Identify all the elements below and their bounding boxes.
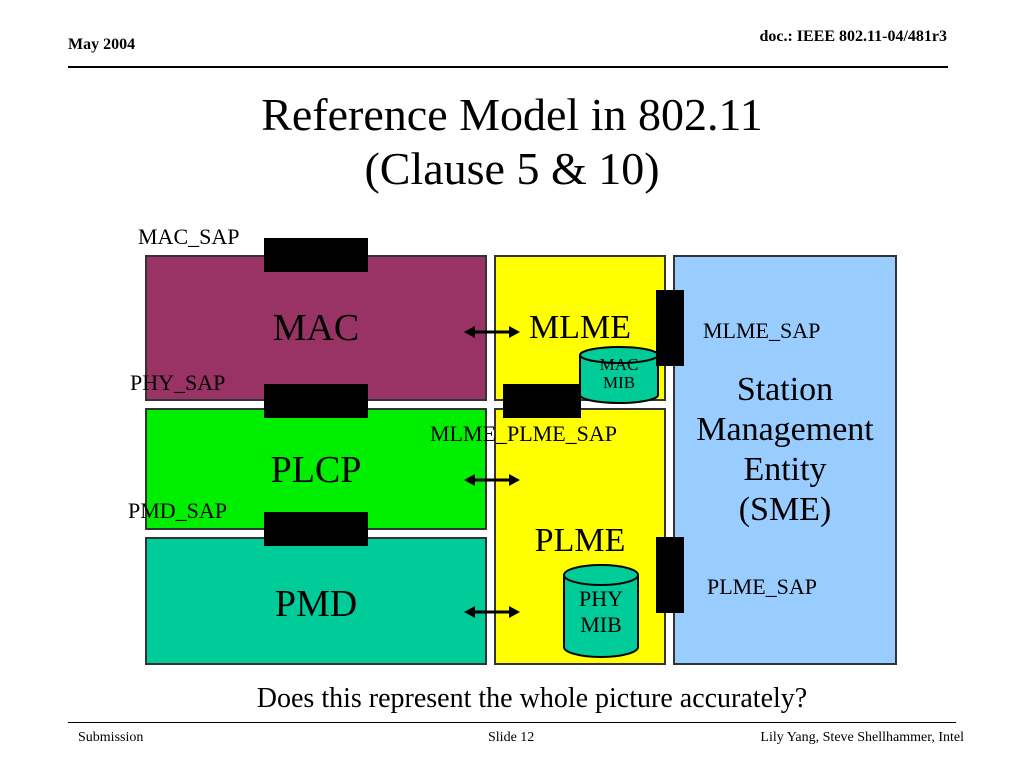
sme-label-line-4: (SME) — [738, 491, 832, 528]
sme-label-line-1: Station — [736, 371, 834, 408]
mac-sap-block — [264, 238, 368, 272]
phy-mib-line-1: PHY — [578, 586, 623, 611]
header-doc-id: doc.: IEEE 802.11-04/481r3 — [759, 28, 947, 45]
mlme-plme-sap-block — [503, 384, 581, 418]
mac-mib-line-1: MAC — [599, 355, 639, 374]
phy-sap-label: PHY_SAP — [130, 370, 226, 395]
sme-label-line-2: Management — [696, 411, 874, 448]
title-line-2: (Clause 5 & 10) — [364, 143, 660, 194]
sme-label-line-3: Entity — [743, 451, 827, 488]
footer-authors: Lily Yang, Steve Shellhammer, Intel — [760, 730, 964, 745]
pmd-sap-label: PMD_SAP — [128, 498, 228, 523]
question-text: Does this represent the whole picture ac… — [256, 683, 808, 714]
plme-sap-label: PLME_SAP — [707, 574, 818, 599]
header-date: May 2004 — [68, 36, 136, 53]
pmd-sap-block — [264, 512, 368, 546]
phy-mib-label: PHY MIB — [562, 586, 640, 638]
footer-slide-number: Slide 12 — [488, 730, 535, 745]
sme-label: Station Management Entity (SME) — [673, 370, 897, 530]
pmd-label: PMD — [274, 583, 358, 625]
plcp-label: PLCP — [270, 449, 362, 491]
mac-mib-line-2: MIB — [602, 373, 636, 392]
mac-mib-label: MAC MIB — [578, 356, 660, 392]
mlme-label: MLME — [529, 309, 631, 346]
header-rule — [68, 66, 948, 68]
title-line-1: Reference Model in 802.11 — [261, 89, 763, 140]
slide-title: Reference Model in 802.11 (Clause 5 & 10… — [0, 88, 1024, 196]
phy-mib-line-2: MIB — [580, 612, 622, 637]
plcp-plme-arrow — [464, 474, 520, 486]
phy-sap-block — [264, 384, 368, 418]
mlme-sap-block — [656, 290, 684, 366]
mlme-plme-sap-label: MLME_PLME_SAP — [430, 421, 618, 446]
footer-rule — [68, 722, 956, 723]
plme-label: PLME — [534, 522, 626, 559]
mac-mlme-arrow — [464, 326, 520, 338]
mac-label: MAC — [272, 307, 360, 349]
footer-left: Submission — [78, 730, 144, 745]
pmd-plme-arrow — [464, 606, 520, 618]
mlme-sap-label: MLME_SAP — [703, 318, 821, 343]
pmd-box — [145, 537, 487, 665]
plme-sap-block — [656, 537, 684, 613]
phy-mib-cylinder — [563, 564, 639, 658]
sme-box — [673, 255, 897, 665]
plcp-box — [145, 408, 487, 530]
mac-mib-cylinder — [579, 346, 659, 404]
mac-sap-label: MAC_SAP — [138, 224, 240, 249]
